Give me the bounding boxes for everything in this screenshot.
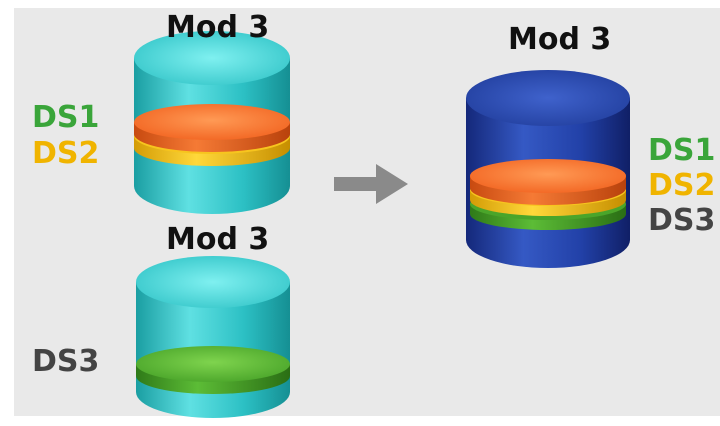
- merged-cylinder: [466, 70, 630, 268]
- source-top-title: Mod 3: [166, 10, 270, 45]
- ds3-disc: [136, 346, 290, 394]
- source-cylinder-top: [134, 31, 290, 214]
- merged-ds1-disc: [470, 159, 626, 205]
- merged-label-ds2: DS2: [648, 168, 716, 203]
- merged-label-ds1: DS1: [648, 133, 716, 168]
- source-top-label-ds2: DS2: [32, 136, 100, 171]
- source-cylinder-bottom: [136, 256, 290, 418]
- merged-title: Mod 3: [508, 22, 612, 57]
- source-top-label-ds1: DS1: [32, 100, 100, 135]
- source-bottom-label-ds3: DS3: [32, 344, 100, 379]
- merged-label-ds3: DS3: [648, 203, 716, 238]
- ds1-disc: [134, 104, 290, 152]
- right-arrow-icon: [334, 164, 408, 204]
- source-bottom-title: Mod 3: [166, 222, 270, 257]
